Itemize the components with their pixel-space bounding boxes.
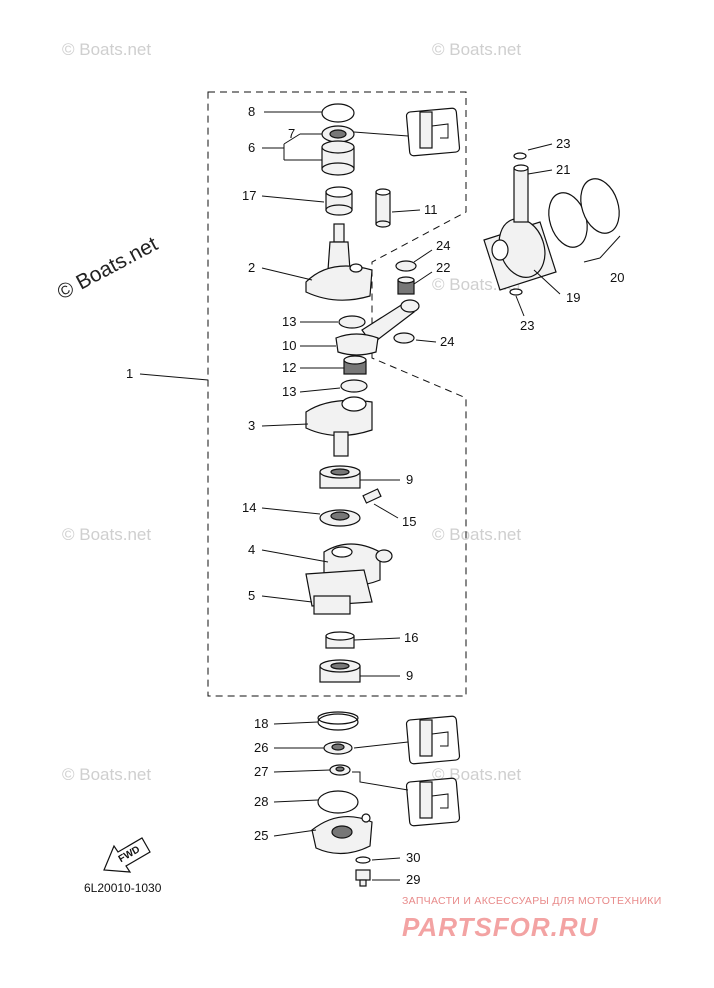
part-27-oil-seal[interactable] [329,764,351,776]
part-24-washer-lower[interactable] [393,332,415,344]
callout-21[interactable]: 21 [556,162,570,177]
part-19-piston[interactable] [483,213,557,291]
assembly-boundary [207,91,467,697]
callout-13[interactable]: 13 [282,384,296,399]
brand-watermark: ЗАПЧАСТИ И АКСЕССУАРЫ ДЛЯ МОТОТЕХНИКИ PA… [402,895,662,942]
callout-5[interactable]: 5 [248,588,255,603]
part-16-bearing[interactable] [325,631,355,649]
callout-14[interactable]: 14 [242,500,256,515]
callout-1[interactable]: 1 [126,366,133,381]
watermark-text: © Boats.net [62,525,151,544]
callout-28[interactable]: 28 [254,794,268,809]
part-29-bolt[interactable] [355,869,371,887]
callout-22[interactable]: 22 [436,260,450,275]
part-10-connecting-rod[interactable] [335,299,420,356]
part-13-thrust-washer-lower[interactable] [340,379,368,393]
callout-6[interactable]: 6 [248,140,255,155]
callout-30[interactable]: 30 [406,850,420,865]
part-30-washer[interactable] [355,856,371,864]
watermark-text: © Boats.net [432,525,521,544]
callout-25[interactable]: 25 [254,828,268,843]
callout-7[interactable]: 7 [288,126,295,141]
callout-9[interactable]: 9 [406,668,413,683]
part-17-bearing[interactable] [325,186,353,216]
part-11-pin[interactable] [375,188,391,228]
callout-2[interactable]: 2 [248,260,255,275]
brand-tagline: ЗАПЧАСТИ И АКСЕССУАРЫ ДЛЯ МОТОТЕХНИКИ [402,895,662,907]
forward-arrow-icon: FWD [103,837,151,873]
callout-23[interactable]: 23 [520,318,534,333]
part-14-oil-seal[interactable] [319,509,361,527]
part-20-piston-ring-2[interactable] [574,174,626,238]
part-12-needle-bearing[interactable] [343,355,367,375]
part-22-needle-bearing[interactable] [397,276,415,295]
part-15-dowel-pin[interactable] [362,488,382,504]
part-3-crank-web[interactable] [305,396,373,457]
grease-pointer-mid [353,741,409,749]
grease-pointer-upper [353,131,409,137]
callout-20[interactable]: 20 [610,270,624,285]
part-18-o-ring[interactable] [317,711,359,731]
part-25-housing[interactable] [311,813,373,855]
part-26-oil-seal[interactable] [323,741,353,755]
callout-4[interactable]: 4 [248,542,255,557]
part-21-piston-pin[interactable] [513,164,529,223]
grease-symbol-upper [405,107,461,157]
leader-lines [139,111,621,881]
callout-10[interactable]: 10 [282,338,296,353]
part-4-5-crankshaft-lower[interactable] [305,543,393,615]
part-6-upper-housing[interactable] [321,140,355,176]
watermark-text: © Boats.net [62,40,151,59]
callout-23[interactable]: 23 [556,136,570,151]
callout-8[interactable]: 8 [248,104,255,119]
callout-29[interactable]: 29 [406,872,420,887]
callout-16[interactable]: 16 [404,630,418,645]
callout-19[interactable]: 19 [566,290,580,305]
callout-24[interactable]: 24 [440,334,454,349]
part-24-washer-upper[interactable] [395,260,417,272]
callout-13[interactable]: 13 [282,314,296,329]
brand-logo: PARTSFOR.RU [402,912,599,942]
part-9-ball-bearing-lower[interactable] [319,659,361,683]
callout-24[interactable]: 24 [436,238,450,253]
part-7-oil-seal[interactable] [321,125,355,143]
part-28-o-ring[interactable] [317,790,359,814]
callout-12[interactable]: 12 [282,360,296,375]
callout-numbers: 8 7 6 17 11 2 13 10 12 13 1 3 9 14 15 4 … [126,104,624,887]
watermark-text: © Boats.net [62,765,151,784]
part-9-ball-bearing-upper[interactable] [319,465,361,489]
callout-26[interactable]: 26 [254,740,268,755]
grease-pointer-lower [352,771,409,791]
callout-17[interactable]: 17 [242,188,256,203]
callout-11[interactable]: 11 [424,202,438,217]
callout-18[interactable]: 18 [254,716,268,731]
callout-9[interactable]: 9 [406,472,413,487]
diagram-code: 6L20010-1030 [84,881,162,895]
part-23-clip-upper[interactable] [513,152,527,160]
part-13-thrust-washer-upper[interactable] [338,315,366,329]
watermark-text: © Boats.net [432,40,521,59]
grease-symbol-mid [405,715,461,765]
grease-symbol-lower [405,777,461,827]
callout-3[interactable]: 3 [248,418,255,433]
watermark-text-large: © Boats.net [54,232,162,304]
callout-15[interactable]: 15 [402,514,416,529]
callout-27[interactable]: 27 [254,764,268,779]
part-8-o-ring[interactable] [321,103,355,123]
part-2-crankshaft-upper[interactable] [305,223,373,301]
part-23-clip-lower[interactable] [509,288,523,296]
